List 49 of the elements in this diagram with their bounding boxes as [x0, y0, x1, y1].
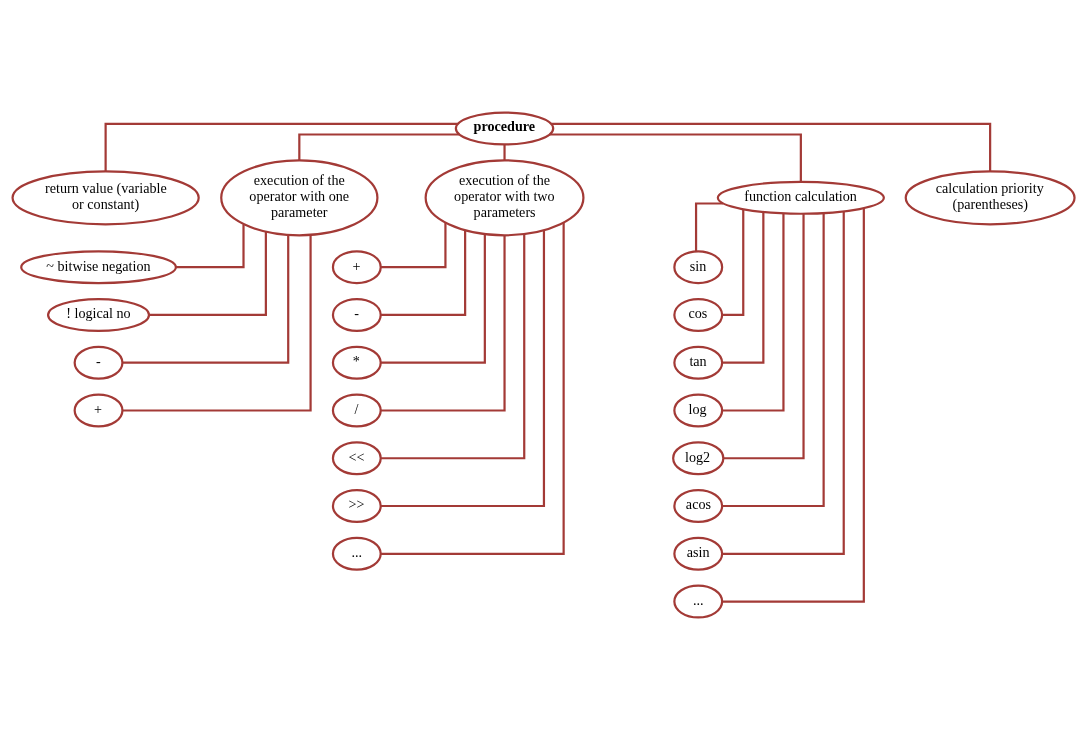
node-ellipse: ...: [673, 584, 724, 619]
node-ellipse: /: [331, 392, 382, 427]
connector: [722, 212, 785, 412]
connector: [722, 209, 745, 316]
node-ellipse: function calculation: [716, 180, 885, 215]
node-ellipse: return value (variable or constant): [11, 169, 200, 225]
node-ellipse: ~ bitwise negation: [20, 249, 177, 284]
connector: [723, 213, 805, 459]
connector: [149, 231, 267, 316]
connector: [175, 223, 245, 268]
connector: [549, 132, 802, 182]
connector: [380, 229, 467, 316]
connector: [503, 144, 506, 160]
connector: [380, 234, 506, 412]
node-ellipse: asin: [673, 536, 724, 571]
connector: [722, 211, 765, 364]
connector: [298, 132, 460, 160]
connector: [380, 233, 486, 364]
node-ellipse: ! logical no: [47, 297, 151, 332]
connector: [380, 230, 546, 507]
connector: [551, 122, 992, 172]
connector: [380, 222, 447, 268]
node-ellipse: procedure: [454, 110, 555, 145]
node-ellipse: *: [331, 345, 382, 380]
connector: [104, 122, 458, 172]
connector: [694, 201, 724, 251]
node-ellipse: +: [73, 392, 124, 427]
node-ellipse: +: [331, 249, 382, 284]
node-ellipse: calculation priority (parentheses): [904, 169, 1076, 225]
node-ellipse: cos: [673, 297, 724, 332]
node-ellipse: ...: [331, 536, 382, 571]
connector: [722, 213, 825, 507]
node-ellipse: -: [331, 297, 382, 332]
node-ellipse: tan: [673, 345, 724, 380]
node-ellipse: acos: [673, 488, 724, 523]
node-ellipse: log: [673, 392, 724, 427]
connector: [122, 234, 290, 364]
node-ellipse: execution of the operator with two parameters: [424, 158, 585, 236]
node-ellipse: >>: [331, 488, 382, 523]
node-ellipse: execution of the operator with one parameter: [220, 158, 379, 236]
connector: [380, 233, 526, 459]
connector: [122, 234, 312, 412]
node-ellipse: -: [73, 345, 124, 380]
connector: [722, 207, 865, 603]
node-ellipse: <<: [331, 440, 382, 475]
node-ellipse: log2: [672, 440, 725, 475]
node-ellipse: sin: [673, 249, 724, 284]
connector: [722, 211, 845, 555]
connector: [380, 222, 565, 555]
